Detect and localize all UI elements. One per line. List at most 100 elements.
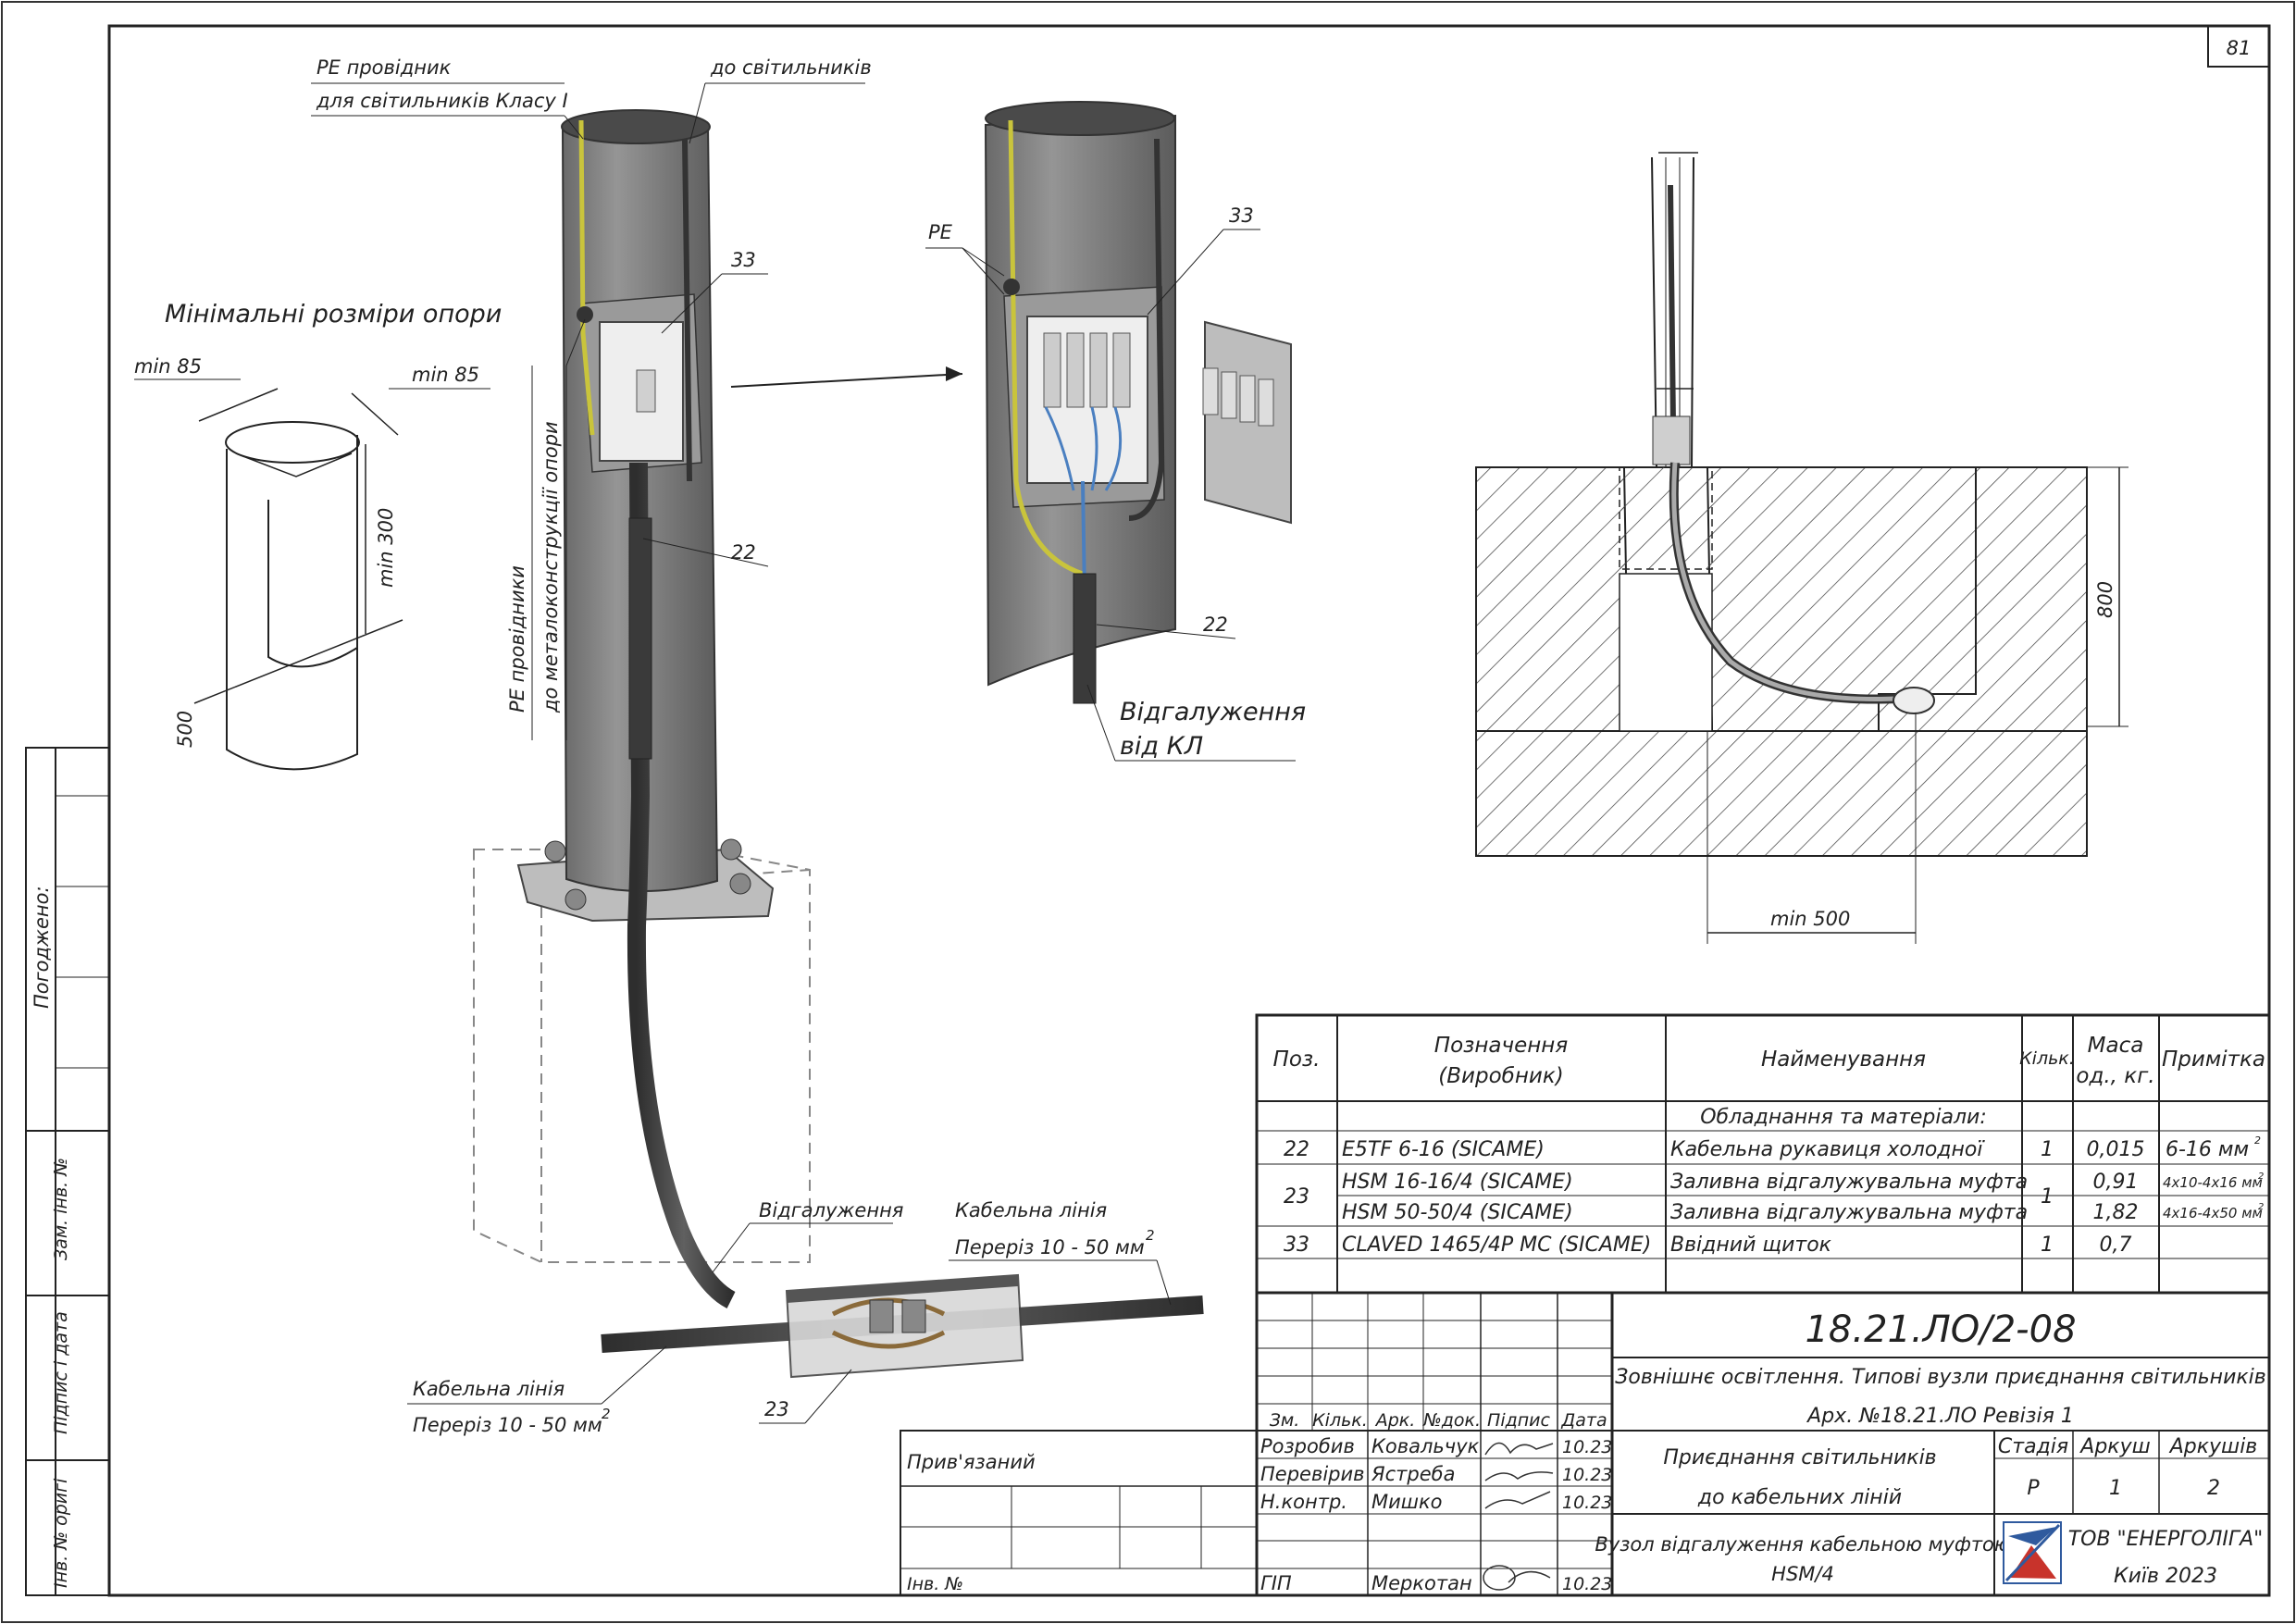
spec-row-1-mass: 0,91 xyxy=(2093,1171,2139,1194)
stamp-sign-date: Підпис і дата xyxy=(51,1311,71,1434)
spec-row-1-note-sup: 2 xyxy=(2258,1172,2264,1182)
min-dims-title: Мінімальні розміри опори xyxy=(165,300,502,329)
th-note: Примітка xyxy=(2162,1048,2265,1072)
tb-role-2: Н.контр. xyxy=(1260,1491,1347,1513)
dim-min300: min 300 xyxy=(375,508,397,588)
title-block: Зм. Кільк. Арк. №док. Підпис Дата Розроб… xyxy=(1255,1291,2271,1597)
dim-min85-b: min 85 xyxy=(412,364,479,386)
label-detail-33: 33 xyxy=(1229,205,1254,227)
th-pos: Поз. xyxy=(1273,1048,1321,1072)
ground-section: 800 min 500 xyxy=(1475,152,2128,944)
tb-role-0: Розробив xyxy=(1260,1435,1355,1457)
spec-section-title: Обладнання та матеріали: xyxy=(1700,1106,1987,1129)
th-desig-2: (Виробник) xyxy=(1438,1064,1563,1088)
tb-role-3: ГІП xyxy=(1260,1572,1292,1594)
label-cable-left-1: Кабельна лінія xyxy=(413,1378,565,1400)
tb-col-qty: Кільк. xyxy=(1312,1410,1368,1431)
left-stamp-strip: Погоджено: Зам. інв. № Підпис і дата Інв… xyxy=(25,747,110,1596)
spec-row-2-note: 4x16-4x50 мм xyxy=(2163,1205,2263,1221)
binding-block: Прив'язаний Інв. № xyxy=(900,1430,1258,1596)
tb-inv-no: Інв. № xyxy=(907,1574,963,1594)
tb-sheet-label: Аркуш xyxy=(2079,1435,2150,1458)
signature-icon xyxy=(1483,1442,1554,1591)
min-dims-sketch: Мінімальні розміри опори min 85 min 85 m… xyxy=(134,300,502,771)
spec-row-2-mass: 1,82 xyxy=(2093,1201,2139,1224)
tb-bound: Прив'язаний xyxy=(907,1451,1036,1473)
branch-sleeve: Відгалуження Кабельна лінія Переріз 10 -… xyxy=(407,1199,1204,1436)
label-cable-left-sup: 2 xyxy=(602,1406,611,1422)
label-detail-branch-2: від КЛ xyxy=(1120,732,1203,761)
tb-name-1: Ястреба xyxy=(1371,1463,1455,1485)
stamp-replace-inv: Зам. інв. № xyxy=(51,1158,71,1260)
th-mass-1: Маса xyxy=(2088,1034,2144,1058)
spec-row-0-mass: 0,015 xyxy=(2087,1138,2145,1161)
tb-drawing-title-1: Вузол відгалуження кабельною муфтою xyxy=(1595,1533,2010,1556)
tb-stage-label: Стадія xyxy=(1998,1435,2068,1458)
spec-row-0-note: 6-16 мм xyxy=(2166,1138,2249,1161)
label-cable-right-2: Переріз 10 - 50 мм xyxy=(955,1236,1145,1258)
stamp-agreed: Погоджено: xyxy=(31,886,53,1009)
label-pole-22: 22 xyxy=(731,541,756,564)
label-pe-wire-2: для світильників Класу I xyxy=(316,90,568,112)
tb-col-zm: Зм. xyxy=(1270,1410,1300,1431)
label-detail-22: 22 xyxy=(1203,614,1228,636)
tb-date-1: 10.23 xyxy=(1562,1465,1612,1485)
tb-sheet: 1 xyxy=(2109,1477,2122,1500)
tb-date-3: 10.23 xyxy=(1562,1574,1612,1594)
label-to-lights: до світильників xyxy=(710,56,872,79)
tb-name-0: Ковальчук xyxy=(1371,1435,1480,1457)
detail-arrow-head xyxy=(946,366,962,381)
label-pe-metal-1: PE провідники xyxy=(506,565,528,713)
dim-min500: min 500 xyxy=(1770,908,1850,930)
spec-row-2-desig: HSM 50-50/4 (SICAME) xyxy=(1342,1201,1573,1224)
detail-pole: PE 33 22 Відгалуження від КЛ xyxy=(925,101,1306,762)
label-cable-right-sup: 2 xyxy=(1146,1227,1155,1244)
spec-row-1-pos: 23 xyxy=(1284,1185,1309,1209)
label-pe-wire-1: PE провідник xyxy=(316,56,452,79)
spec-row-2-name: Заливна відгалужувальна муфта xyxy=(1670,1201,2028,1224)
label-pe-metal-2: до металоконструкції опори xyxy=(540,421,562,713)
label-pole-33: 33 xyxy=(731,249,756,271)
spec-row-1-note: 4x10-4x16 мм xyxy=(2163,1174,2263,1191)
tb-name-2: Мишко xyxy=(1371,1491,1443,1513)
spec-row-3-mass: 0,7 xyxy=(2100,1233,2132,1257)
th-name: Найменування xyxy=(1761,1048,1926,1072)
company-logo-icon xyxy=(2003,1521,2062,1584)
spec-row-1-desig: HSM 16-16/4 (SICAME) xyxy=(1342,1171,1573,1194)
spec-row-0-name: Кабельна рукавиця холодної xyxy=(1670,1138,1985,1161)
spec-row-3-pos: 33 xyxy=(1284,1233,1309,1257)
spec-row-3-name: Ввідний щиток xyxy=(1670,1233,1832,1257)
tb-project: Зовнішнє освітлення. Типові вузли приєдн… xyxy=(1615,1366,2265,1389)
tb-sheets: 2 xyxy=(2207,1477,2220,1500)
spec-table: Поз. Позначення (Виробник) Найменування … xyxy=(1255,1013,2271,1295)
tb-sheet-title-2: до кабельних ліній xyxy=(1697,1486,1902,1509)
sheet-number-box xyxy=(2207,25,2270,68)
tb-date-2: 10.23 xyxy=(1562,1493,1612,1513)
detail-arrow xyxy=(730,373,963,388)
spec-row-1-qty: 1 xyxy=(2041,1185,2054,1209)
spec-row-0-desig: E5TF 6-16 (SICAME) xyxy=(1342,1138,1545,1161)
spec-row-3-desig: CLAVED 1465/4P MC (SICAME) xyxy=(1342,1233,1651,1257)
dim-800: 800 xyxy=(2094,581,2116,618)
tb-sheets-label: Аркушів xyxy=(2168,1435,2258,1458)
dim-min85-a: min 85 xyxy=(134,355,202,378)
label-detail-branch-1: Відгалуження xyxy=(1120,698,1306,726)
dim-500: 500 xyxy=(174,711,196,748)
label-cable-right-1: Кабельна лінія xyxy=(955,1199,1107,1221)
tb-doc-code: 18.21.ЛО/2-08 xyxy=(1805,1308,2076,1351)
tb-company-1: ТОВ "ЕНЕРГОЛІГА" xyxy=(2068,1528,2264,1551)
sheet-number: 81 xyxy=(2227,37,2252,59)
tb-col-sign: Підпис xyxy=(1487,1410,1550,1431)
tb-drawing-title-2: HSM/4 xyxy=(1771,1563,1834,1585)
label-detail-pe: PE xyxy=(928,221,953,243)
tb-col-ark: Арк. xyxy=(1374,1410,1416,1431)
th-mass-2: од., кг. xyxy=(2076,1064,2154,1088)
tb-company-2: Київ 2023 xyxy=(2114,1565,2217,1588)
spec-row-2-note-sup: 2 xyxy=(2258,1202,2264,1212)
tb-sheet-title-1: Приєднання світильників xyxy=(1663,1446,1936,1469)
label-sleeve-branch: Відгалуження xyxy=(759,1199,903,1221)
th-qty: Кільк. xyxy=(2019,1048,2075,1069)
spec-row-0-note-sup: 2 xyxy=(2254,1134,2261,1147)
